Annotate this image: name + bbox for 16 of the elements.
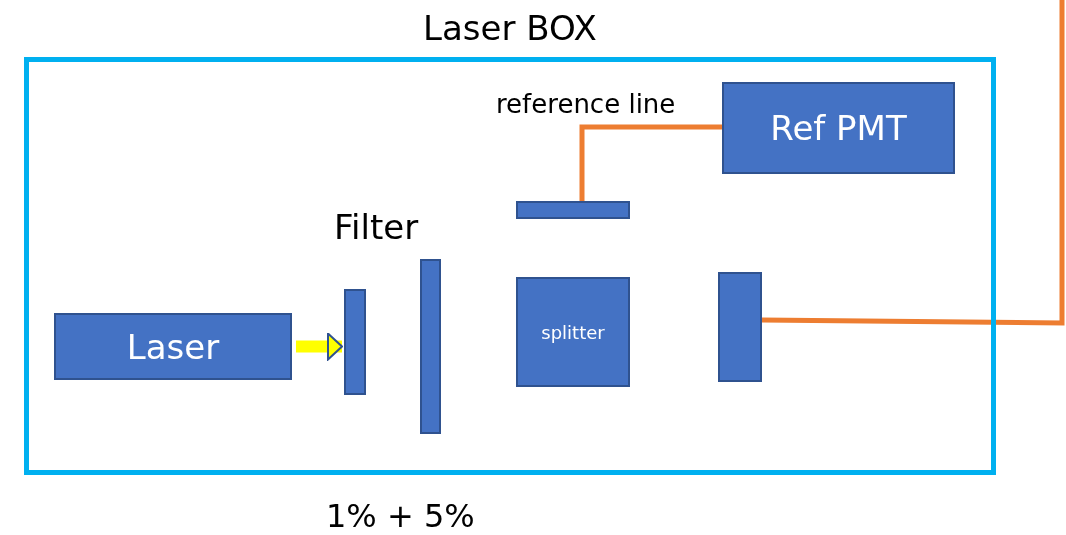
caption-text: Filter — [334, 207, 419, 247]
component-block — [516, 277, 630, 387]
component-block — [722, 82, 955, 174]
block-label: Ref PMT — [770, 108, 907, 148]
optical-plate — [516, 201, 630, 219]
connector-line — [579, 124, 722, 201]
optical-plate — [718, 272, 762, 382]
caption-text: 1% + 5% — [326, 497, 475, 535]
connector-line — [761, 0, 1065, 326]
optical-plate — [344, 289, 366, 395]
block-label: Laser — [126, 326, 220, 367]
block-label: splitter — [541, 321, 605, 343]
component-block — [54, 313, 292, 380]
optical-plate — [420, 259, 441, 434]
arrow — [296, 332, 343, 361]
title-text: Laser BOX — [423, 8, 597, 48]
